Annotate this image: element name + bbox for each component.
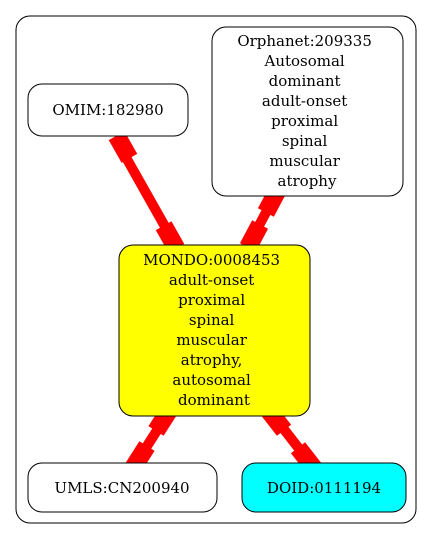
- node-orphanet-label-line: proximal: [271, 112, 338, 130]
- node-omim: OMIM:182980: [27, 83, 189, 137]
- svg-text:DOID:0111194: DOID:0111194: [267, 479, 381, 497]
- node-orphanet-id: Orphanet:209335: [237, 32, 372, 50]
- node-doid-box: [241, 462, 407, 513]
- node-mondo-label-line: spinal: [189, 311, 235, 329]
- node-orphanet-box: [211, 26, 404, 197]
- node-mondo-label-line: proximal: [178, 291, 245, 309]
- node-orphanet-label-line: dominant: [269, 72, 341, 90]
- node-doid-id: DOID:0111194: [267, 479, 381, 497]
- node-mondo-label-line: autosomal: [172, 371, 251, 389]
- node-orphanet-label-line: muscular: [269, 152, 340, 170]
- node-umls-id: UMLS:CN200940: [54, 479, 189, 497]
- node-orphanet-label-line: Autosomal: [263, 52, 344, 70]
- edge-start-cap: [108, 131, 138, 163]
- node-mondo: MONDO:0008453 adult-onset proximal spina…: [118, 244, 311, 417]
- node-orphanet-label-line: atrophy: [278, 172, 337, 190]
- node-mondo-id: MONDO:0008453: [143, 251, 280, 269]
- svg-text:Orphanet:209335 Autosoma: Orphanet:209335 Autosomal dominant adult…: [237, 32, 376, 190]
- node-mondo-box: [118, 244, 311, 417]
- node-omim-box: [27, 83, 189, 137]
- node-doid: DOID:0111194: [241, 462, 407, 513]
- node-orphanet: Orphanet:209335 Autosomal dominant adult…: [211, 26, 404, 197]
- node-mondo-label-line: adult-onset: [169, 271, 254, 289]
- node-orphanet-label-line: adult-onset: [262, 92, 347, 110]
- node-mondo-label-line: dominant: [178, 391, 250, 409]
- svg-text:MONDO:0008453 adult-onse: MONDO:0008453 adult-onset proximal spina…: [143, 251, 285, 409]
- edge-end-cap: [239, 220, 269, 252]
- node-mondo-label-line: atrophy,: [181, 351, 243, 369]
- svg-text:UMLS:CN200940: UMLS:CN200940: [54, 479, 189, 497]
- node-umls-box: [27, 462, 218, 513]
- svg-text:OMIM:182980: OMIM:182980: [52, 101, 163, 119]
- node-omim-id: OMIM:182980: [52, 101, 163, 119]
- node-umls: UMLS:CN200940: [27, 462, 218, 513]
- node-orphanet-label-line: spinal: [282, 132, 328, 150]
- node-mondo-label-line: muscular: [176, 331, 247, 349]
